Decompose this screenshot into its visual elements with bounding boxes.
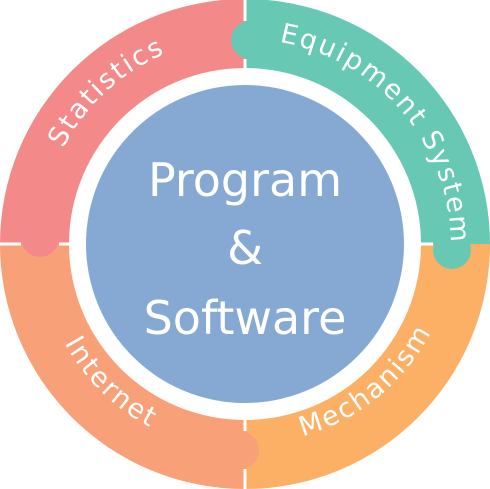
- puzzle-knob-left: [21, 219, 59, 257]
- center-circle[interactable]: [86, 85, 404, 403]
- puzzle-knob-top: [231, 21, 269, 59]
- puzzle-knob-right: [433, 231, 471, 269]
- center-title-line1: Program: [148, 153, 342, 207]
- center-title-line2: &: [227, 221, 263, 275]
- puzzle-knob-bottom: [221, 431, 259, 469]
- center-title-line3: Software: [144, 291, 347, 345]
